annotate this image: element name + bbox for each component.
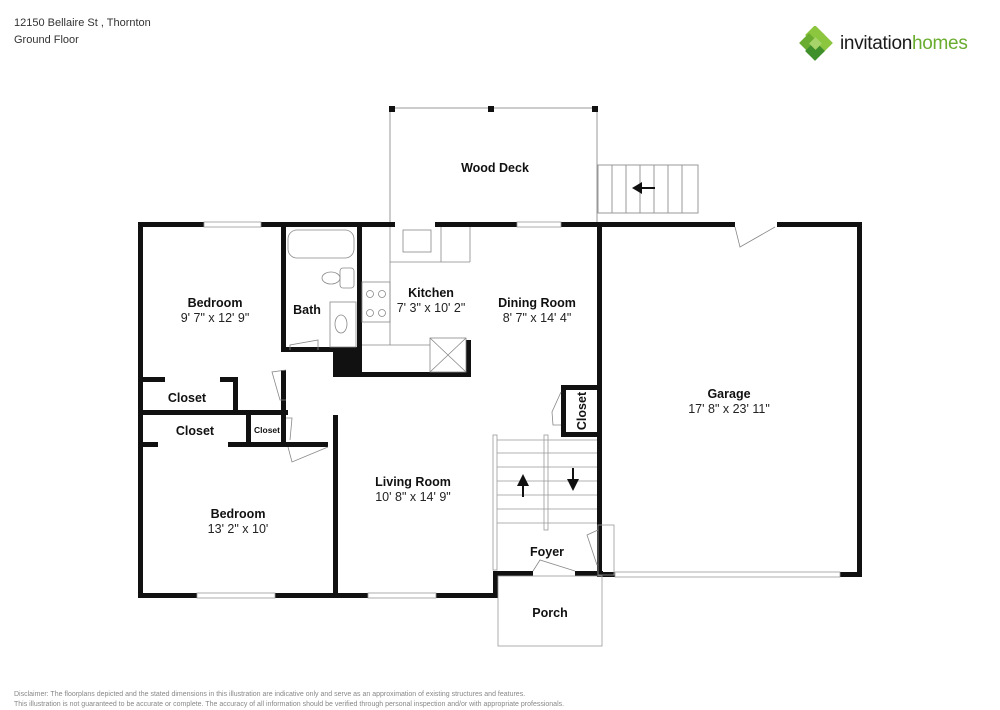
disclaimer-line1: Disclaimer: The floorplans depicted and … bbox=[14, 691, 526, 698]
closet4-label: Closet bbox=[575, 391, 589, 430]
bathtub-icon bbox=[287, 229, 355, 259]
deck-stairs bbox=[597, 164, 699, 214]
garage-dims: 17' 8" x 23' 11" bbox=[688, 402, 770, 416]
door-swings bbox=[271, 226, 776, 572]
invitation-homes-logo: invitationhomes bbox=[798, 26, 968, 62]
wood-deck: Wood Deck bbox=[389, 106, 598, 225]
closet3-label: Closet bbox=[254, 425, 280, 435]
bedroom2-label: Bedroom bbox=[211, 507, 266, 521]
vanity-icon bbox=[329, 301, 357, 348]
foyer-label: Foyer bbox=[530, 545, 564, 559]
bedroom1-dims: 9' 7" x 12' 9" bbox=[181, 311, 250, 325]
kitchen-fixtures bbox=[361, 227, 471, 373]
clover-logo-icon bbox=[799, 26, 833, 61]
porch-area bbox=[497, 575, 603, 647]
fridge-icon bbox=[429, 337, 467, 373]
garage-label: Garage bbox=[707, 387, 750, 401]
sink-icon bbox=[334, 314, 348, 334]
closet2-label: Closet bbox=[176, 424, 215, 438]
disclaimer: Disclaimer: The floorplans depicted and … bbox=[14, 690, 564, 710]
kitchen-dims: 7' 3" x 10' 2" bbox=[397, 301, 466, 315]
windows bbox=[196, 221, 841, 599]
living-room-dims: 10' 8" x 14' 9" bbox=[375, 490, 451, 504]
bath-label: Bath bbox=[293, 303, 321, 317]
kitchen-label: Kitchen bbox=[408, 286, 454, 300]
stove-icon bbox=[361, 281, 391, 323]
wood-deck-label: Wood Deck bbox=[461, 161, 529, 175]
door-openings bbox=[158, 222, 777, 576]
toilet-icon bbox=[321, 271, 341, 285]
arrow-down-icon bbox=[567, 468, 579, 491]
dining-room-dims: 8' 7" x 14' 4" bbox=[503, 311, 572, 325]
bath-fixtures bbox=[287, 229, 357, 348]
porch-label: Porch bbox=[532, 606, 567, 620]
kitchen-sink-icon bbox=[402, 229, 432, 253]
bedroom1-label: Bedroom bbox=[188, 296, 243, 310]
logo-word-homes: homes bbox=[912, 33, 968, 54]
closet1-label: Closet bbox=[168, 391, 207, 405]
living-room-label: Living Room bbox=[375, 475, 451, 489]
dining-room-label: Dining Room bbox=[498, 296, 576, 310]
disclaimer-line2: This illustration is not guaranteed to b… bbox=[14, 701, 565, 708]
bedroom2-dims: 13' 2" x 10' bbox=[208, 522, 269, 536]
logo-word-invitation: invitation bbox=[840, 33, 912, 54]
arrow-left-icon bbox=[632, 182, 655, 194]
plan-header: 12150 Bellaire St , Thornton Ground Floo… bbox=[14, 15, 151, 49]
logo-wordmark: invitationhomes bbox=[840, 33, 968, 55]
property-address: 12150 Bellaire St , Thornton bbox=[14, 17, 151, 29]
arrow-up-icon bbox=[517, 474, 529, 497]
interior-stairs bbox=[492, 434, 615, 576]
floor-name: Ground Floor bbox=[14, 34, 79, 46]
